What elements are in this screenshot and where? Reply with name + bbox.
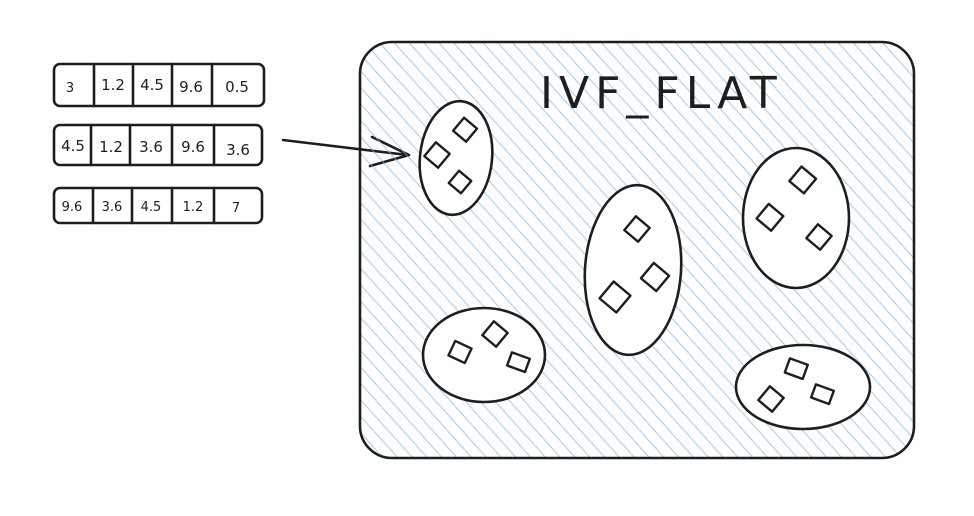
vector-point (755, 202, 785, 232)
cluster-3 (741, 146, 851, 290)
vector-point (447, 169, 473, 195)
vector-cell: 3.6 (102, 200, 123, 215)
vector-point (447, 339, 473, 365)
vector-point (451, 116, 479, 143)
cluster-4 (421, 306, 547, 404)
vector-cell: 9.6 (62, 200, 83, 215)
vector-cell: 4.5 (141, 200, 162, 215)
vector-cell: 1.2 (99, 138, 123, 156)
vector-row-1: 3 1.2 4.5 9.6 0.5 (52, 62, 266, 108)
vector-point (598, 280, 632, 314)
vector-cell: 3.6 (139, 138, 163, 156)
vector-cell: 1.2 (183, 200, 204, 215)
vector-point (623, 215, 651, 243)
cluster-2 (583, 183, 683, 357)
cluster-5 (734, 343, 872, 431)
vector-point (481, 320, 509, 348)
vector-row-3: 9.6 3.6 4.5 1.2 7 (52, 186, 264, 225)
vector-point (788, 165, 818, 195)
vector-point (757, 385, 785, 413)
vector-point (423, 141, 451, 169)
vector-point (783, 357, 809, 381)
vector-cell: 0.5 (225, 78, 249, 96)
vector-cell: 9.6 (181, 138, 205, 156)
vector-point (809, 383, 835, 406)
vector-cell: 3 (66, 81, 74, 96)
vector-row-2: 4.5 1.2 3.6 9.6 3.6 (52, 123, 264, 167)
vector-cell: 7 (232, 201, 240, 216)
vector-cell: 4.5 (140, 76, 164, 94)
vector-cell: 1.2 (101, 76, 125, 94)
cluster-1 (418, 99, 494, 217)
vector-point (639, 261, 671, 293)
vector-cell: 9.6 (179, 78, 203, 96)
vector-cell: 4.5 (61, 137, 85, 155)
vector-cell: 3.6 (226, 141, 250, 159)
vector-point (505, 351, 531, 374)
vector-list: 3 1.2 4.5 9.6 0.5 4.5 1.2 3.6 9.6 3.6 9.… (52, 62, 266, 225)
index-title: IVF_FLAT (540, 68, 783, 119)
vector-point (805, 223, 833, 251)
